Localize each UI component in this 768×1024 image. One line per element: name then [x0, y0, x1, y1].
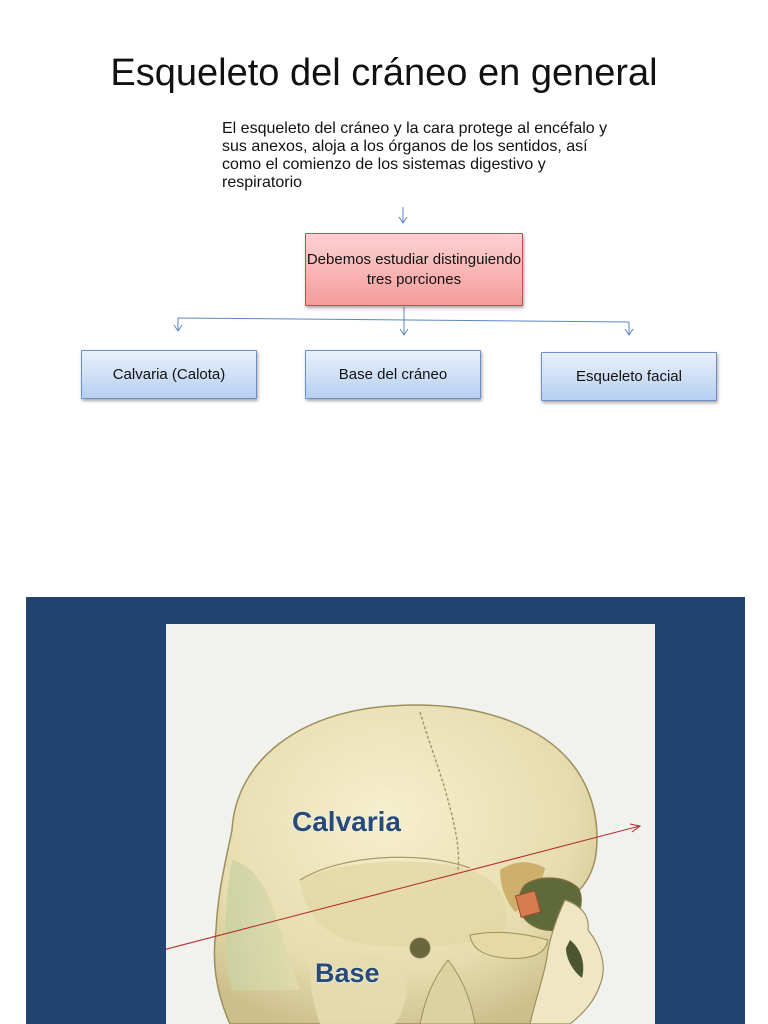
temporal-region	[300, 861, 507, 947]
coronal-suture	[419, 711, 460, 871]
squamous-suture	[299, 856, 471, 881]
nasal-aperture	[566, 940, 584, 978]
arrowhead-intro	[398, 216, 408, 224]
portion-box-base: Base del cráneo	[305, 350, 481, 399]
section-arrow-right	[629, 823, 642, 833]
center-box: Debemos estudiar distinguiendo tres porc…	[305, 233, 523, 306]
arrowhead-calvaria	[173, 324, 183, 332]
facial-skeleton	[529, 899, 604, 1024]
arrowhead-facial	[624, 328, 634, 336]
section-arrow-left	[136, 951, 147, 959]
intro-text: El esqueleto del cráneo y la cara proteg…	[222, 120, 608, 191]
label-calvaria: Calvaria	[292, 806, 401, 837]
occipital-region	[225, 860, 300, 990]
label-base: Base	[315, 958, 380, 988]
portion-box-facial: Esqueleto facial	[541, 352, 717, 401]
section-line	[166, 825, 641, 950]
arrowhead-base	[399, 328, 409, 336]
zygomatic-arch	[469, 931, 549, 959]
slide-title: Esqueleto del cráneo en general	[110, 52, 658, 94]
diagram-connectors	[173, 207, 634, 336]
mandible-ramus	[419, 959, 476, 1024]
portion-box-calvaria: Calvaria (Calota)	[81, 350, 257, 399]
external-acoustic-meatus	[409, 937, 431, 959]
lacrimal-bone	[514, 890, 542, 918]
base-region	[309, 953, 407, 1024]
